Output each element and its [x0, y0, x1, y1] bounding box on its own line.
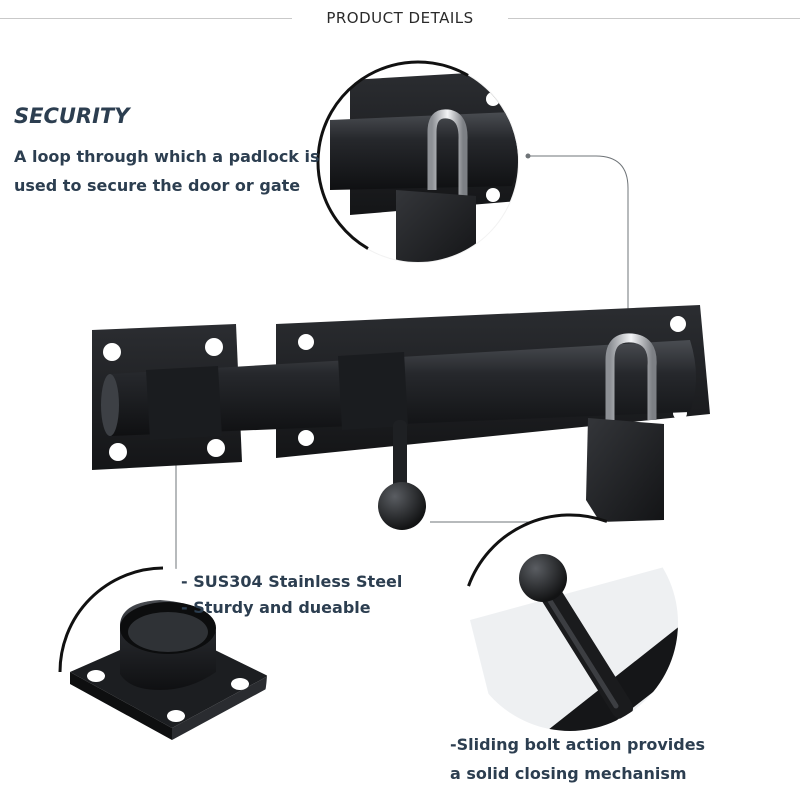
- sliding-line: -Sliding bolt action provides: [450, 735, 706, 754]
- security-line: used to secure the door or gate: [14, 176, 301, 195]
- material-line: - Sturdy and dueable: [181, 598, 371, 617]
- center-sleeve: [338, 352, 408, 430]
- page-title: PRODUCT DETAILS: [326, 9, 474, 27]
- connector-dot-top: [525, 153, 531, 159]
- security-line: A loop through which a padlock is: [14, 147, 320, 166]
- zoom-padlock: [316, 60, 519, 263]
- material-line: - SUS304 Stainless Steel: [181, 572, 403, 591]
- bolt-end: [101, 374, 119, 436]
- zoom-handle: [462, 513, 678, 731]
- plate-hole: [205, 338, 223, 356]
- plate-hole: [670, 316, 686, 332]
- sliding-line: a solid closing mechanism: [450, 764, 687, 783]
- security-description: A loop through which a padlock is used t…: [14, 142, 344, 200]
- header-rule-right: [508, 18, 800, 19]
- security-heading: SECURITY: [14, 104, 130, 128]
- header-rule-left: [0, 18, 292, 19]
- plate-hole: [103, 343, 121, 361]
- plate-hole: [298, 334, 314, 350]
- plate-hole: [298, 430, 314, 446]
- header: PRODUCT DETAILS: [0, 0, 800, 38]
- bolt-handle-knob: [378, 482, 426, 530]
- padlock-shackle: [605, 333, 657, 420]
- main-latch: [92, 305, 710, 530]
- bolt-handle-stem: [393, 420, 407, 498]
- sliding-description: -Sliding bolt action provides a solid cl…: [450, 730, 780, 788]
- zoom-bracket: [58, 566, 267, 776]
- left-sleeve: [146, 366, 222, 440]
- padlock-body: [586, 418, 664, 522]
- material-description: - SUS304 Stainless Steel - Sturdy and du…: [181, 569, 441, 621]
- plate-hole: [109, 443, 127, 461]
- plate-hole: [207, 439, 225, 457]
